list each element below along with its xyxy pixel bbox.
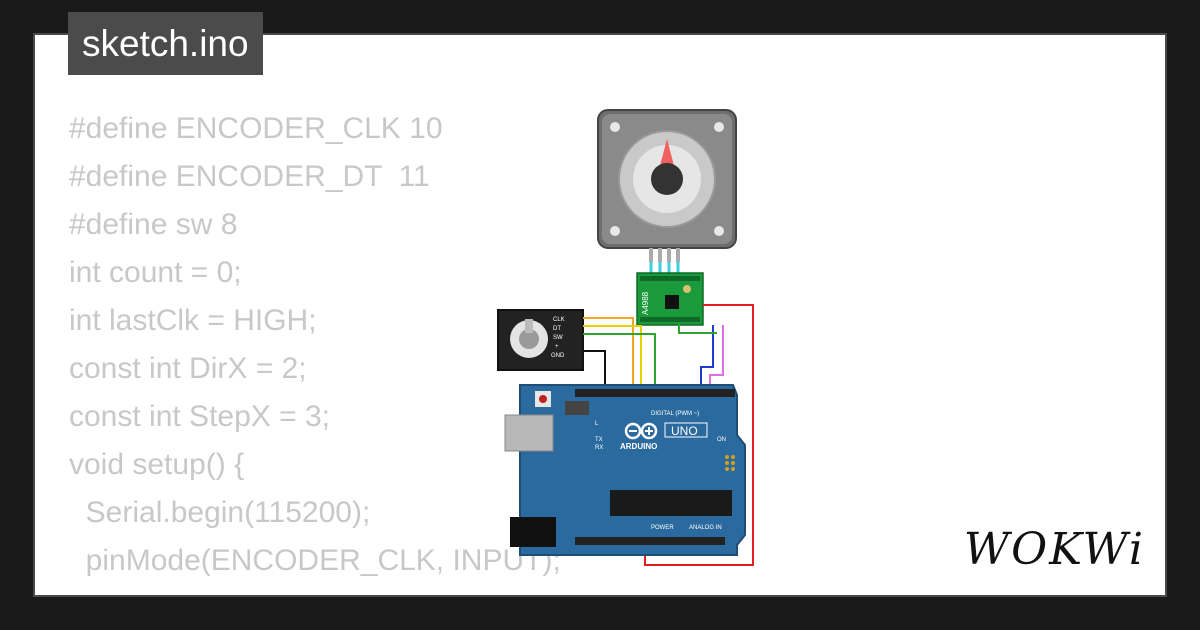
file-tab[interactable]: sketch.ino [68, 12, 263, 75]
code-line: pinMode(ENCODER_DT, INPUT); [69, 585, 561, 595]
rx-label: RX [595, 445, 603, 451]
wokwi-logo: WOKWi [963, 524, 1145, 575]
preview-card: #define ENCODER_CLK 10 #define ENCODER_DT… [33, 33, 1167, 597]
arduino-model: UNO [671, 424, 698, 438]
code-line: #define ENCODER_DT 11 [69, 160, 430, 193]
code-line: const int StepX = 3; [69, 400, 330, 433]
code-line: #define sw 8 [69, 208, 238, 241]
encoder-pin-sw: SW [553, 335, 563, 341]
code-line: int count = 0; [69, 256, 242, 289]
analog-label: ANALOG IN [689, 525, 722, 531]
digital-label: DIGITAL (PWM ~) [651, 411, 699, 417]
encoder-pin-dt: DT [553, 326, 561, 332]
a4988-driver[interactable]: A4988 [636, 272, 704, 326]
power-label: POWER [651, 525, 674, 531]
code-line: const int DirX = 2; [69, 352, 307, 385]
circuit-diagram: A4988 CLK DT SW + GND [497, 109, 754, 566]
arduino-logo-icon [624, 422, 658, 440]
rotary-encoder[interactable]: CLK DT SW + GND [497, 309, 584, 371]
driver-label: A4988 [641, 291, 650, 315]
l-label: L [595, 421, 599, 427]
encoder-pin-gnd: GND [551, 353, 565, 359]
arduino-brand: ARDUINO [620, 442, 657, 451]
code-line: void setup() { [69, 448, 245, 481]
encoder-pin-vcc: + [555, 344, 559, 350]
code-line: Serial.begin(115200); [69, 496, 371, 529]
tx-label: TX [595, 437, 603, 443]
arduino-uno[interactable]: DIGITAL (PWM ~) L TX RX ON POWER ANALOG … [504, 384, 746, 556]
on-label: ON [717, 437, 726, 443]
code-line: int lastClk = HIGH; [69, 304, 317, 337]
code-editor[interactable]: #define ENCODER_CLK 10 #define ENCODER_DT… [69, 105, 561, 595]
stepper-motor[interactable] [597, 109, 737, 262]
encoder-pin-clk: CLK [553, 317, 565, 323]
code-line: #define ENCODER_CLK 10 [69, 112, 443, 145]
